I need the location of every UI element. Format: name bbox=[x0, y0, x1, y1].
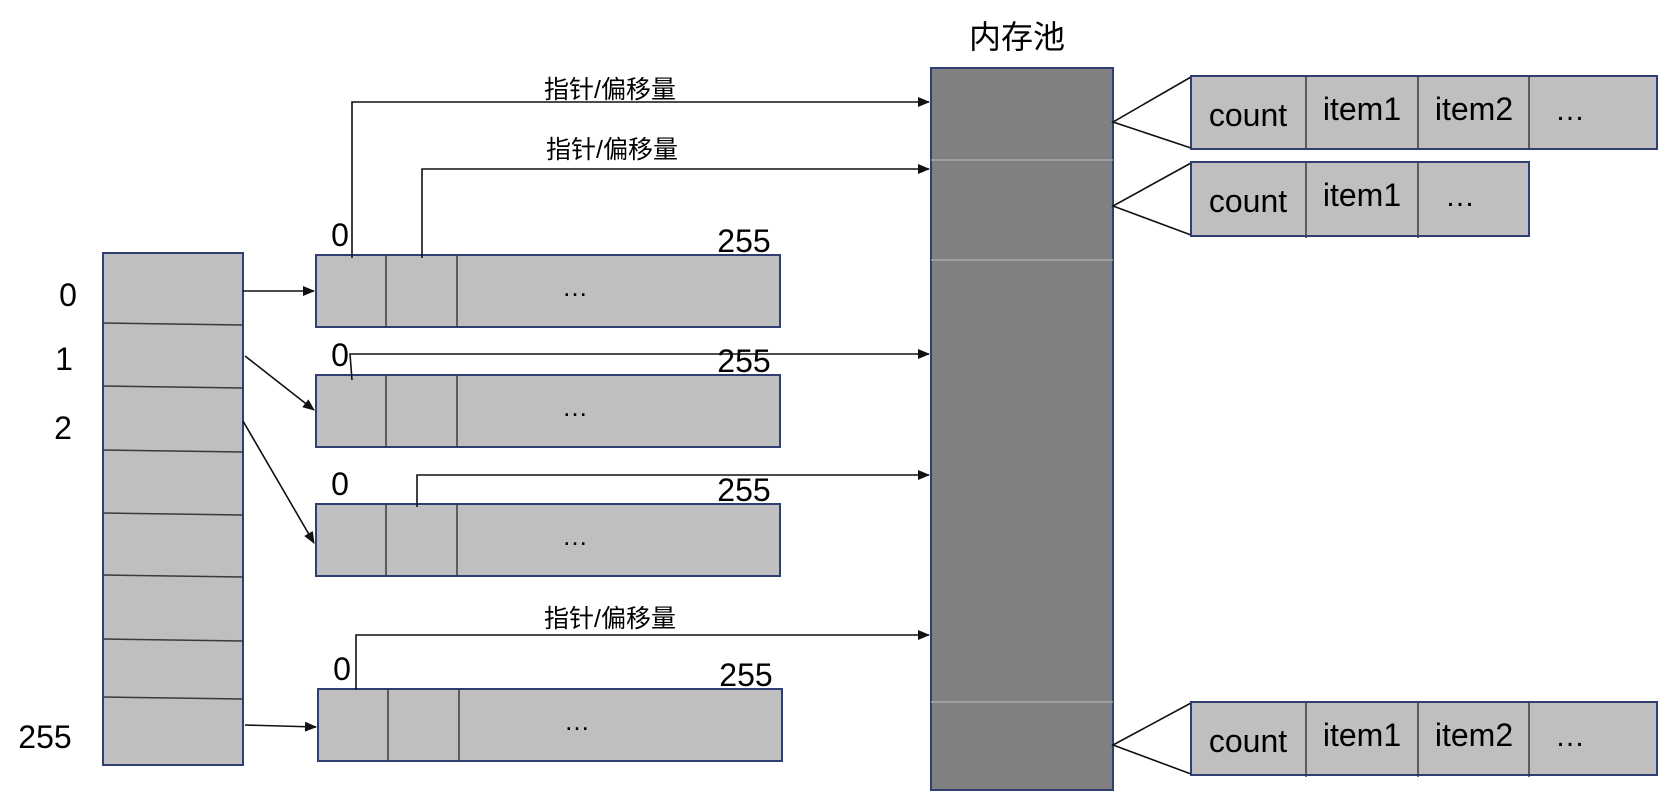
pointer-arrow bbox=[351, 97, 930, 258]
root-index-box bbox=[102, 252, 244, 766]
pointer-arrow bbox=[349, 349, 930, 381]
memory-pool bbox=[930, 67, 1114, 791]
block-connector bbox=[1111, 702, 1192, 775]
second-level-ellipsis: … bbox=[562, 272, 588, 302]
block-cell-count: count bbox=[1209, 723, 1287, 759]
index-arrow bbox=[242, 420, 315, 544]
block-cell-item2: item2 bbox=[1435, 717, 1513, 753]
second-level-end-label: 255 bbox=[717, 472, 770, 508]
block-connector bbox=[1111, 76, 1192, 149]
root-index-label-0: 0 bbox=[59, 277, 77, 313]
pointer-label: 指针/偏移量 bbox=[544, 605, 676, 633]
second-level-start-label: 0 bbox=[331, 337, 349, 373]
pointer-arrow bbox=[416, 470, 930, 507]
second-level-end-label: 255 bbox=[719, 657, 772, 693]
memory-pool-box bbox=[930, 67, 1114, 791]
root-index-array bbox=[102, 252, 244, 766]
pointer-label: 指针/偏移量 bbox=[546, 136, 678, 164]
second-level-ellipsis: … bbox=[564, 706, 590, 736]
second-level-ellipsis: … bbox=[562, 521, 588, 551]
pointer-arrow bbox=[421, 164, 930, 258]
pointer-arrows bbox=[349, 97, 930, 690]
index-arrow bbox=[244, 721, 317, 732]
pointer-label: 指针/偏移量 bbox=[544, 76, 676, 104]
index-arrow bbox=[244, 355, 315, 411]
second-level-start-label: 0 bbox=[331, 466, 349, 502]
root-index-label-2: 2 bbox=[54, 410, 72, 446]
pointer-arrow bbox=[355, 630, 930, 690]
block-cell-ellipsis: … bbox=[1445, 180, 1475, 213]
second-level-end-label: 255 bbox=[717, 223, 770, 259]
block-cell-ellipsis: … bbox=[1555, 720, 1585, 753]
second-level-array: … bbox=[315, 254, 781, 328]
second-level-array: … bbox=[315, 374, 781, 448]
block-connector bbox=[1111, 162, 1192, 236]
block-cell-ellipsis: … bbox=[1555, 94, 1585, 127]
memory-block: count item1 item2 … bbox=[1190, 701, 1658, 777]
second-level-array: … bbox=[317, 688, 783, 762]
pool-title: 内存池 bbox=[969, 19, 1065, 55]
memory-block: count item1 … bbox=[1190, 161, 1530, 238]
memory-block: count item1 item2 … bbox=[1190, 75, 1658, 150]
second-level-end-label: 255 bbox=[717, 343, 770, 379]
second-level-ellipsis: … bbox=[562, 392, 588, 422]
block-cell-item1: item1 bbox=[1323, 717, 1401, 753]
block-cell-item2: item2 bbox=[1435, 91, 1513, 127]
index-arrows bbox=[242, 286, 317, 732]
second-level-start-label: 0 bbox=[331, 217, 349, 253]
block-cell-item1: item1 bbox=[1323, 177, 1401, 213]
root-index-label-1: 1 bbox=[55, 341, 73, 377]
second-level-array: … bbox=[315, 503, 781, 577]
block-cell-item1: item1 bbox=[1323, 91, 1401, 127]
block-cell-count: count bbox=[1209, 183, 1287, 219]
root-index-label-255: 255 bbox=[18, 719, 71, 755]
block-cell-count: count bbox=[1209, 97, 1287, 133]
second-level-start-label: 0 bbox=[333, 651, 351, 687]
